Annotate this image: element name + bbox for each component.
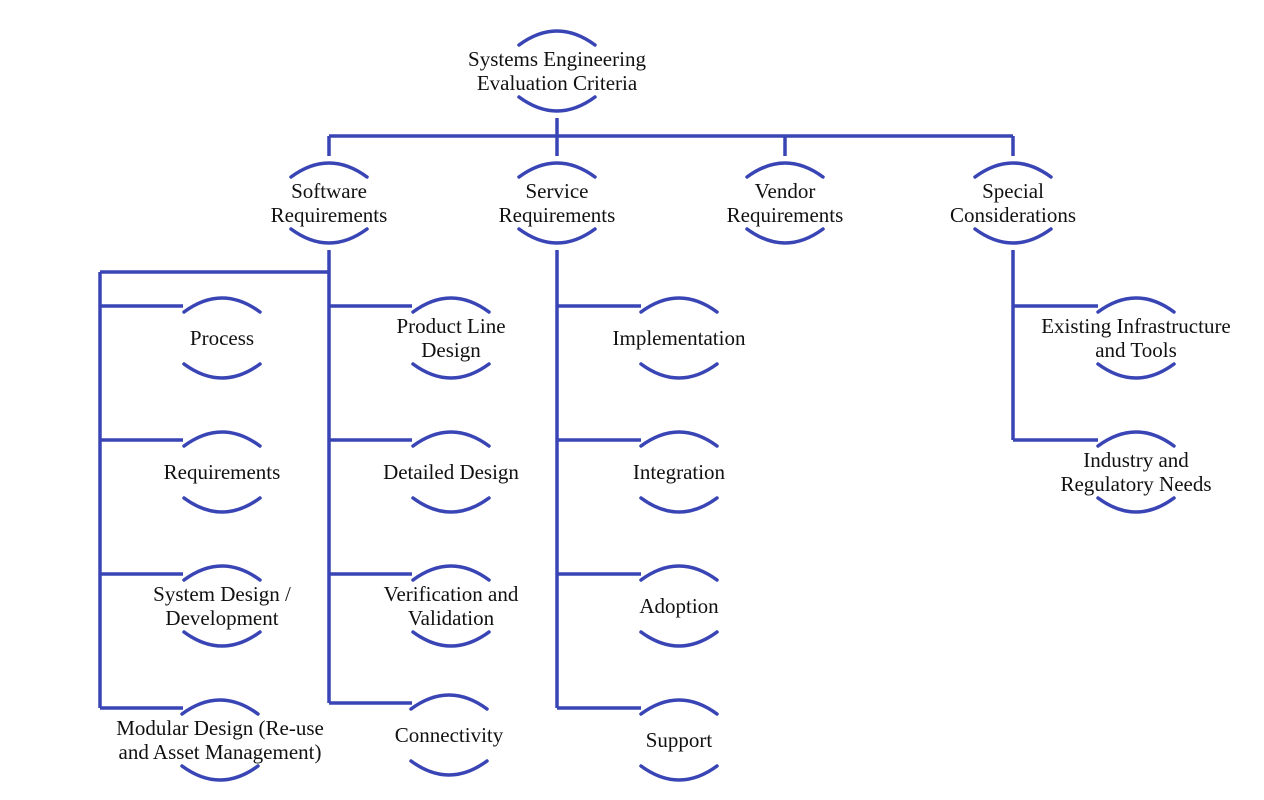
node-bottom-arc <box>639 630 719 648</box>
node-label-line: Modular Design (Re-use <box>116 716 324 740</box>
node-top-arc <box>639 564 719 582</box>
node-bottom-arc <box>639 496 719 514</box>
node-system-design-development: System Design /Development <box>153 564 291 648</box>
node-top-arc <box>517 29 597 47</box>
node-bottom-arc <box>409 759 489 777</box>
node-label-line: Evaluation Criteria <box>477 71 638 95</box>
node-adoption: Adoption <box>639 564 719 648</box>
node-bottom-arc <box>639 362 719 380</box>
node-label-line: Detailed Design <box>383 460 519 484</box>
node-label-line: Support <box>646 728 713 752</box>
node-label-line: Adoption <box>639 594 719 618</box>
node-top-arc <box>182 564 262 582</box>
node-bottom-arc <box>517 95 597 113</box>
node-bottom-arc <box>1096 496 1176 514</box>
node-label-line: Regulatory Needs <box>1060 472 1211 496</box>
node-label-line: Requirements <box>164 460 281 484</box>
node-label-line: Requirements <box>499 203 616 227</box>
node-label-line: Vendor <box>755 179 816 203</box>
node-label-line: Process <box>190 326 254 350</box>
node-label-line: Software <box>291 179 367 203</box>
node-label-line: Special <box>982 179 1044 203</box>
node-top-arc <box>639 698 719 716</box>
node-label-line: Product Line <box>396 314 505 338</box>
node-connectivity: Connectivity <box>395 693 504 777</box>
node-label-line: Integration <box>633 460 726 484</box>
node-label-line: System Design / <box>153 582 291 606</box>
node-bottom-arc <box>182 362 262 380</box>
node-bottom-arc <box>182 630 262 648</box>
node-bottom-arc <box>745 227 825 245</box>
node-label-line: Validation <box>408 606 495 630</box>
node-label-line: Development <box>165 606 278 630</box>
node-bottom-arc <box>1096 362 1176 380</box>
node-process: Process <box>182 296 262 380</box>
node-label-line: and Asset Management) <box>119 740 322 764</box>
node-top-arc <box>182 430 262 448</box>
node-top-arc <box>745 161 825 179</box>
node-integration: Integration <box>633 430 726 514</box>
node-top-arc <box>1096 296 1176 314</box>
node-label-line: Verification and <box>384 582 519 606</box>
node-top-arc <box>180 698 260 716</box>
node-support: Support <box>639 698 719 782</box>
node-top-arc <box>289 161 369 179</box>
node-bottom-arc <box>639 764 719 782</box>
node-top-arc <box>517 161 597 179</box>
node-bottom-arc <box>411 496 491 514</box>
node-top-arc <box>639 296 719 314</box>
node-bottom-arc <box>289 227 369 245</box>
node-bottom-arc <box>517 227 597 245</box>
node-label-line: Systems Engineering <box>468 47 646 71</box>
node-label-line: and Tools <box>1095 338 1177 362</box>
node-top-arc <box>1096 430 1176 448</box>
node-label-line: Connectivity <box>395 723 504 747</box>
node-label-line: Requirements <box>727 203 844 227</box>
node-label-line: Service <box>526 179 589 203</box>
node-top-arc <box>639 430 719 448</box>
node-implementation: Implementation <box>613 296 746 380</box>
node-bottom-arc <box>411 630 491 648</box>
node-top-arc <box>182 296 262 314</box>
node-bottom-arc <box>180 764 260 782</box>
node-label-line: Design <box>421 338 481 362</box>
node-top-arc <box>411 430 491 448</box>
node-top-arc <box>411 296 491 314</box>
node-detailed-design: Detailed Design <box>383 430 519 514</box>
connector-lines <box>98 118 1098 710</box>
node-requirements: Requirements <box>164 430 281 514</box>
node-bottom-arc <box>411 362 491 380</box>
node-label-line: Considerations <box>950 203 1076 227</box>
node-label-line: Industry and <box>1083 448 1189 472</box>
node-bottom-arc <box>182 496 262 514</box>
node-bottom-arc <box>973 227 1053 245</box>
node-label-line: Implementation <box>613 326 746 350</box>
node-label-line: Existing Infrastructure <box>1041 314 1231 338</box>
node-top-arc <box>409 693 489 711</box>
node-top-arc <box>973 161 1053 179</box>
node-label-line: Requirements <box>271 203 388 227</box>
node-top-arc <box>411 564 491 582</box>
